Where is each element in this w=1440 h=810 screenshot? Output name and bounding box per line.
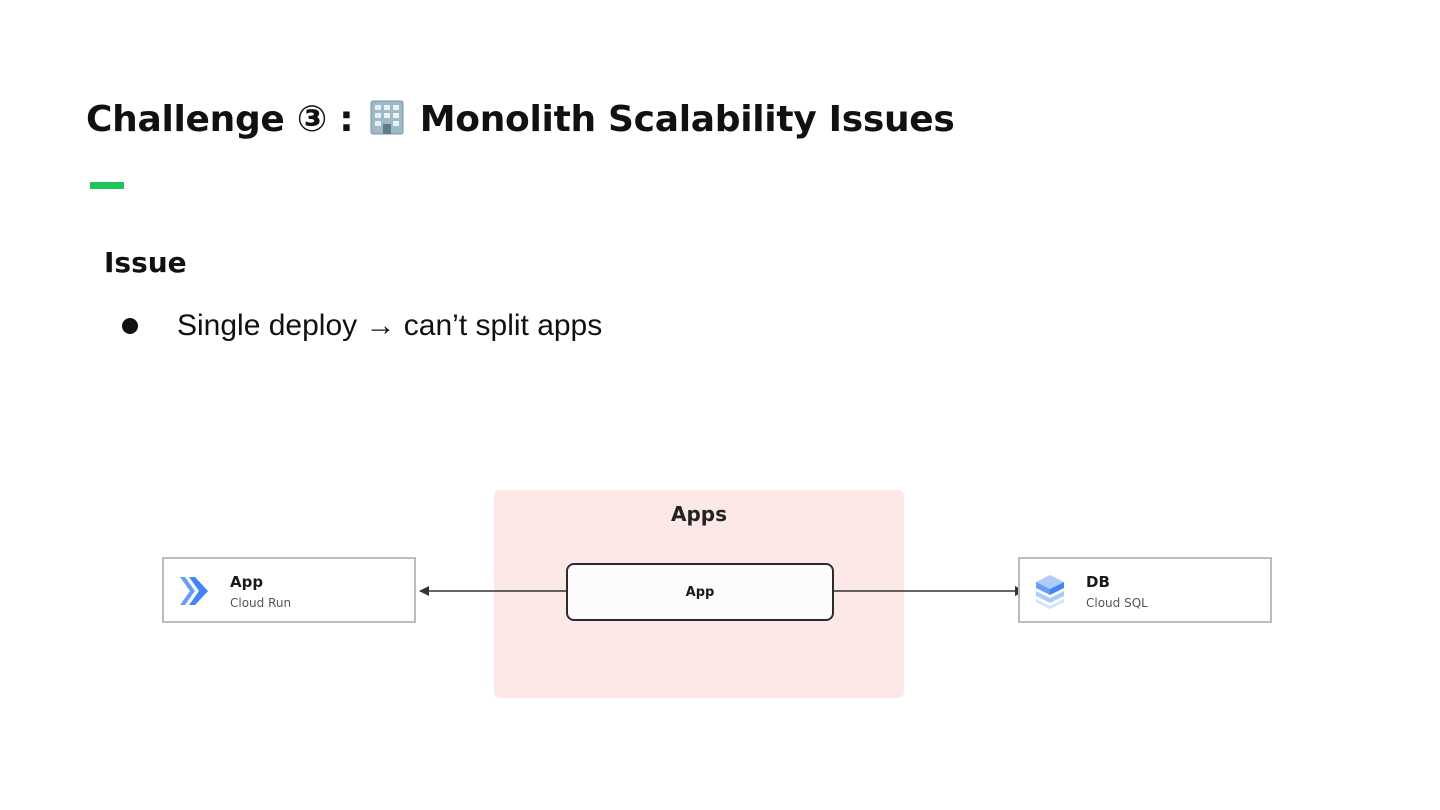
cloud-sql-card-subtitle: Cloud SQL — [1086, 596, 1148, 610]
title-prefix: Challenge ③ : — [86, 99, 354, 140]
cloud-sql-card: DB Cloud SQL — [1018, 557, 1272, 623]
app-service-node: App — [566, 563, 834, 621]
app-service-label: App — [685, 584, 715, 600]
bullet-dot-icon — [122, 318, 138, 334]
cloud-run-card-title: App — [230, 573, 264, 591]
slide-title: Challenge ③ : Monolith Scalability Issue… — [86, 94, 955, 146]
cloud-run-card: App Cloud Run — [162, 557, 416, 623]
apps-group-label: Apps — [670, 502, 727, 526]
cloud-run-icon — [176, 573, 212, 609]
bullet-text: Single deploy → can’t split apps — [177, 309, 603, 342]
cloud-sql-icon — [1032, 573, 1068, 609]
cloud-sql-card-title: DB — [1086, 573, 1110, 591]
building-icon — [368, 98, 406, 136]
section-heading: Issue — [104, 246, 187, 279]
bullet-item: Single deploy → can’t split apps — [122, 306, 602, 346]
title-main: Monolith Scalability Issues — [419, 99, 955, 140]
title-accent-bar — [90, 182, 124, 189]
cloud-run-card-subtitle: Cloud Run — [230, 596, 292, 610]
